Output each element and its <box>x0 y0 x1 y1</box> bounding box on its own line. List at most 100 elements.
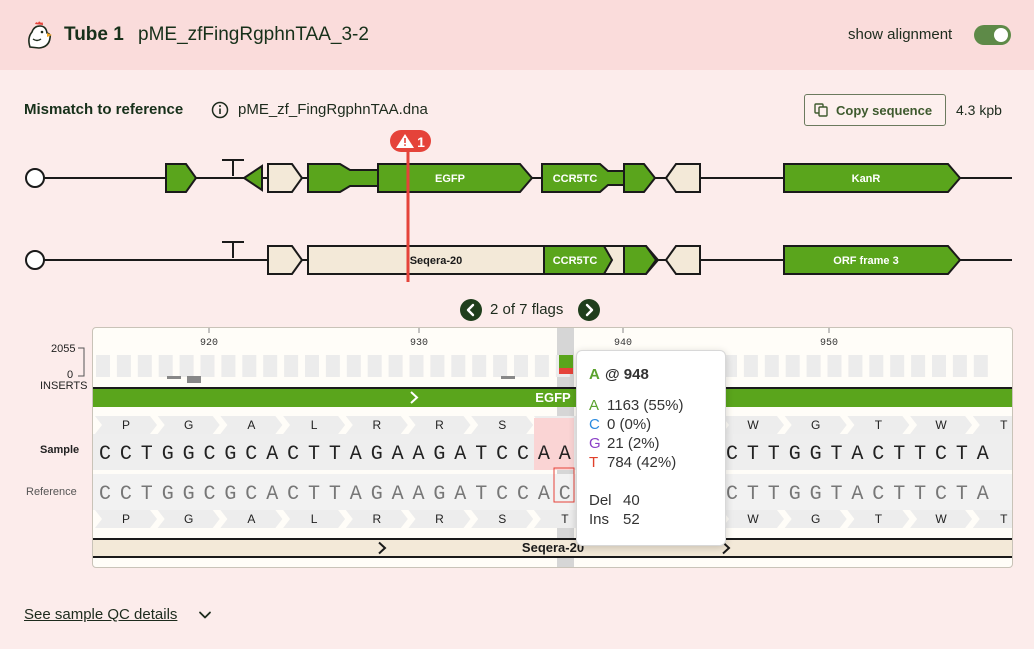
sample-feature-beige-1 <box>267 245 304 275</box>
reference-base: G <box>371 483 383 506</box>
sample-feature-small <box>623 245 658 275</box>
coverage-bar <box>263 355 278 377</box>
tooltip-base: A <box>589 366 600 383</box>
info-icon[interactable] <box>211 101 229 119</box>
ref-aa-codon <box>220 510 283 528</box>
coverage-bar <box>869 355 884 377</box>
sample-qc-details-link[interactable]: See sample QC details <box>24 606 178 623</box>
reference-base: G <box>183 483 195 506</box>
sample-aa-codon <box>95 416 157 434</box>
sample-base: T <box>141 443 153 466</box>
sample-base: T <box>747 443 759 466</box>
coverage-bar <box>932 355 946 377</box>
coverage-max-label: 2055 <box>51 343 76 355</box>
sample-base: C <box>872 443 884 466</box>
copy-icon <box>814 103 828 117</box>
sample-base: A <box>559 443 571 466</box>
chevron-left-icon <box>466 303 475 317</box>
ref-aa-codon <box>847 510 910 528</box>
coverage-bar <box>409 355 424 377</box>
ref-aa-codon <box>157 510 220 528</box>
reference-seq-bg <box>93 474 1012 510</box>
show-alignment-toggle[interactable] <box>974 25 1011 45</box>
coverage-bar <box>764 355 779 377</box>
bottom-feature-arrow-1 <box>378 541 387 555</box>
reference-feature-label: EGFP <box>435 173 465 185</box>
sample-base: A <box>454 443 466 466</box>
sample-base: G <box>810 443 822 466</box>
mismatch-label: Mismatch to reference <box>24 101 184 118</box>
sample-sequence-track: CCTGGCGCACTTAGAAGATCCAAACTTGGTACTTCTA <box>99 443 989 466</box>
sample-base: G <box>162 443 174 466</box>
reference-base: A <box>977 483 989 506</box>
chevron-down-icon[interactable] <box>198 608 212 622</box>
coverage-bar <box>723 355 737 377</box>
coverage-bar-selected <box>559 368 573 374</box>
reference-base: C <box>120 483 132 506</box>
reference-base: T <box>830 483 842 506</box>
reference-feature-small-3 <box>623 163 657 193</box>
coverage-bars <box>96 355 988 383</box>
previous-flag-button[interactable] <box>460 299 482 321</box>
reference-feature-kanr <box>783 163 962 193</box>
sample-base: C <box>245 443 257 466</box>
reference-feature-egfp <box>377 163 534 193</box>
coverage-bar <box>827 355 842 377</box>
sample-base: A <box>538 443 550 466</box>
sample-base: T <box>830 443 842 466</box>
sample-feature-label: Seqera-20 <box>410 255 463 267</box>
coverage-bar <box>911 355 926 377</box>
sample-aa-codon <box>471 416 534 434</box>
ref-aa-letter: P <box>122 512 130 526</box>
reference-feature-label: CCR5TC <box>553 173 598 185</box>
sample-base: C <box>726 443 738 466</box>
ref-aa-codon <box>95 510 157 528</box>
sample-base: G <box>433 443 445 466</box>
sample-aa-letter: R <box>372 418 381 432</box>
flag-navigation: 2 of 7 flags <box>460 299 602 321</box>
coverage-bar <box>743 355 758 377</box>
chevron-right-icon <box>585 303 594 317</box>
reference-base: T <box>914 483 926 506</box>
next-flag-button[interactable] <box>578 299 600 321</box>
coverage-bar <box>848 355 863 377</box>
sample-base: G <box>183 443 195 466</box>
inserts-label: INSERTS <box>40 380 88 392</box>
reference-feature-linker <box>307 163 381 193</box>
coverage-bar <box>430 355 445 377</box>
reference-base: A <box>454 483 466 506</box>
reference-base: C <box>559 483 571 506</box>
sample-aa-letter: R <box>435 418 444 432</box>
copy-sequence-button[interactable]: Copy sequence <box>804 94 946 126</box>
reference-base: G <box>433 483 445 506</box>
sample-base: A <box>412 443 424 466</box>
ruler-tick-label: 920 <box>200 338 218 349</box>
sample-base: C <box>496 443 508 466</box>
ref-aa-codon <box>784 510 847 528</box>
ruler-tick-label: 940 <box>614 338 632 349</box>
coverage-bar <box>242 355 257 377</box>
sample-base: C <box>120 443 132 466</box>
coverage-bar <box>325 355 340 377</box>
sample-aa-letter: T <box>875 418 883 432</box>
ref-aa-codon <box>722 510 784 528</box>
reference-base: T <box>308 483 320 506</box>
sample-feature-ccr5tc <box>543 245 614 275</box>
sample-aa-letter: G <box>811 418 820 432</box>
sample-terminator-icon <box>222 241 244 258</box>
sample-base: A <box>977 443 989 466</box>
coverage-bar <box>451 355 466 377</box>
reference-base: T <box>475 483 487 506</box>
reference-base: C <box>517 483 529 506</box>
coverage-bar <box>367 355 382 377</box>
bottom-feature-band <box>93 539 1012 557</box>
plasmid-map: EGFP CCR5TC KanR Seqera-20 CCR5TC ORF fr… <box>25 130 1012 282</box>
sample-aa-codon <box>345 416 408 434</box>
ref-aa-letter: G <box>184 512 193 526</box>
sample-feature-orf <box>783 245 962 275</box>
insert-bar <box>501 376 515 379</box>
ref-aa-letter: T <box>1000 512 1008 526</box>
coverage-bar <box>472 355 487 377</box>
